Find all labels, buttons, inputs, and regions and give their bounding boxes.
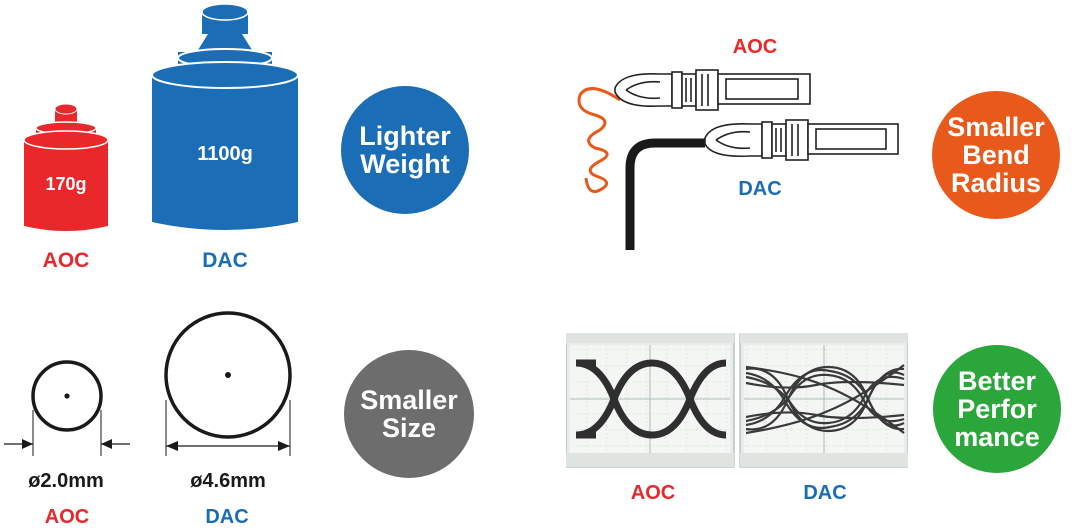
weight-illustration xyxy=(23,3,299,231)
dac-diameter-label: ø4.6mm xyxy=(190,470,266,492)
badge-line: Radius xyxy=(950,168,1042,198)
eye-diagram-illustration xyxy=(566,333,908,468)
aoc-size-label: AOC xyxy=(44,506,90,528)
dac-eye-diagram xyxy=(739,333,908,468)
aoc-diameter-label: ø2.0mm xyxy=(28,470,104,492)
dac-cross-section-icon xyxy=(164,311,292,456)
bend-radius-illustration xyxy=(577,69,899,250)
dac-performance-label: DAC xyxy=(803,482,847,504)
aoc-weight-icon xyxy=(23,103,109,231)
badge-line: Lighter xyxy=(359,121,451,151)
smaller-bend-radius-badge: Smaller Bend Radius xyxy=(932,91,1060,219)
badge-line: Smaller xyxy=(360,385,458,415)
aoc-cross-section-icon xyxy=(4,360,130,456)
badge-line: Bend xyxy=(962,140,1030,170)
lighter-weight-badge: Lighter Weight xyxy=(341,86,469,214)
badge-line: Weight xyxy=(360,149,450,179)
aoc-eye-diagram xyxy=(566,333,735,468)
aoc-transceiver-icon xyxy=(614,69,811,111)
dac-weight-value: 1100g xyxy=(197,143,253,165)
smaller-size-badge: Smaller Size xyxy=(344,350,474,478)
aoc-performance-label: AOC xyxy=(630,482,676,504)
dac-transceiver-icon xyxy=(704,119,899,161)
dac-weight-label: DAC xyxy=(202,249,248,272)
size-illustration xyxy=(4,311,292,456)
dac-cable-icon xyxy=(625,138,705,250)
dac-bend-label: DAC xyxy=(738,178,782,200)
badge-line: mance xyxy=(954,422,1040,452)
aoc-cable-icon xyxy=(577,87,621,193)
aoc-weight-label: AOC xyxy=(42,249,90,272)
badge-line: Smaller xyxy=(947,112,1045,142)
aoc-bend-label: AOC xyxy=(732,36,778,58)
badge-line: Size xyxy=(381,413,437,443)
better-performance-badge: Better Perfor mance xyxy=(933,345,1061,473)
badge-line: Better xyxy=(957,366,1037,396)
badge-line: Perfor xyxy=(957,394,1037,424)
dac-size-label: DAC xyxy=(205,506,249,528)
aoc-weight-value: 170g xyxy=(45,174,87,194)
dac-weight-icon xyxy=(151,3,299,230)
